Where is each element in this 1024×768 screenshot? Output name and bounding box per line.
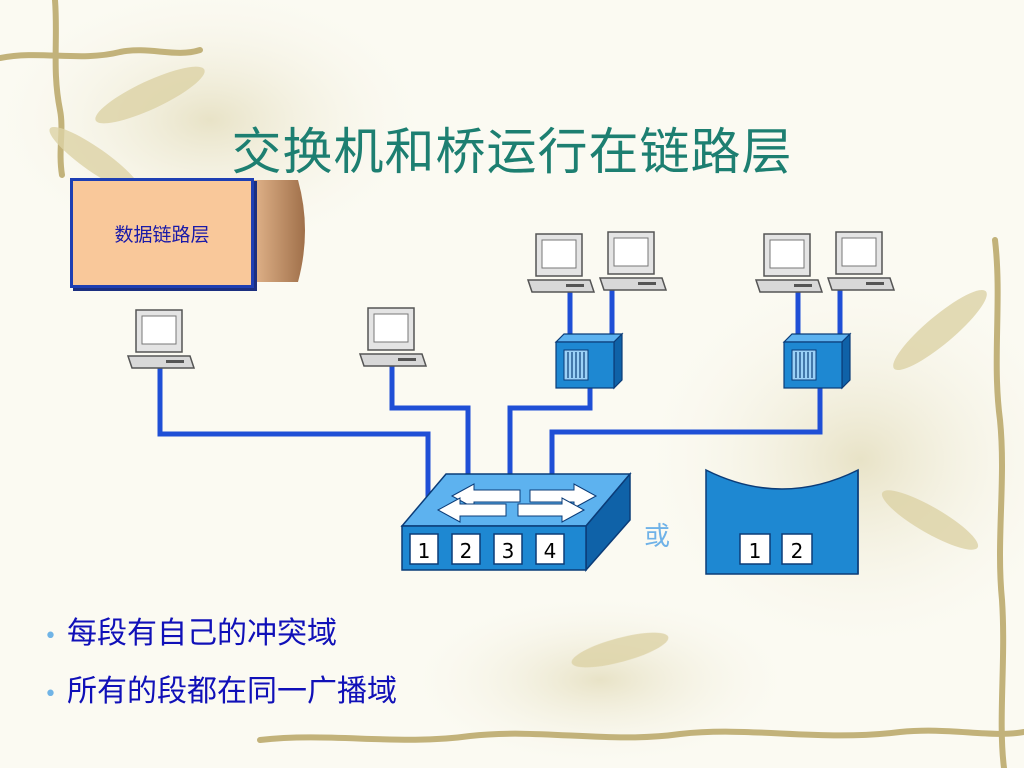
bullet-dot-icon: •: [44, 624, 57, 649]
slide-title: 交换机和桥运行在链路层: [231, 123, 793, 181]
bridge-port-label: 1: [749, 539, 762, 563]
switch-port-label: 2: [460, 539, 473, 563]
computer-icon: [527, 233, 595, 293]
cable-port3: [507, 388, 593, 532]
switch-port-label: 1: [418, 539, 431, 563]
hub-icon: [783, 333, 851, 389]
switch-port-label: 3: [502, 539, 515, 563]
hub-icon: [555, 333, 623, 389]
switch-ports: 1 2 3 4: [409, 533, 565, 565]
cable-port2: [389, 366, 471, 532]
or-label: 或: [644, 522, 671, 552]
switch-port-label: 4: [544, 539, 557, 563]
bullet-text: 所有的段都在同一广播域: [66, 674, 397, 709]
computer-icon: [599, 231, 667, 291]
bullet-list: • 每段有自己的冲突域 • 所有的段都在同一广播域: [44, 608, 397, 724]
bullet-dot-icon: •: [44, 682, 57, 707]
computer-icon: [359, 307, 427, 367]
bullet-text: 每段有自己的冲突域: [66, 616, 337, 651]
computer-icon: [127, 309, 195, 369]
layer-label: 数据链路层: [114, 223, 210, 246]
cable-port1: [157, 368, 431, 532]
bullet-item: • 每段有自己的冲突域: [44, 608, 397, 652]
data-link-layer-box: 数据链路层: [70, 178, 254, 288]
bridge-port-label: 2: [791, 539, 804, 563]
computer-icon: [755, 233, 823, 293]
bridge-icon: 1 2: [705, 468, 859, 575]
computer-icon: [827, 231, 895, 291]
layer-arrow-tab: [240, 180, 305, 282]
bullet-item: • 所有的段都在同一广播域: [44, 666, 397, 710]
